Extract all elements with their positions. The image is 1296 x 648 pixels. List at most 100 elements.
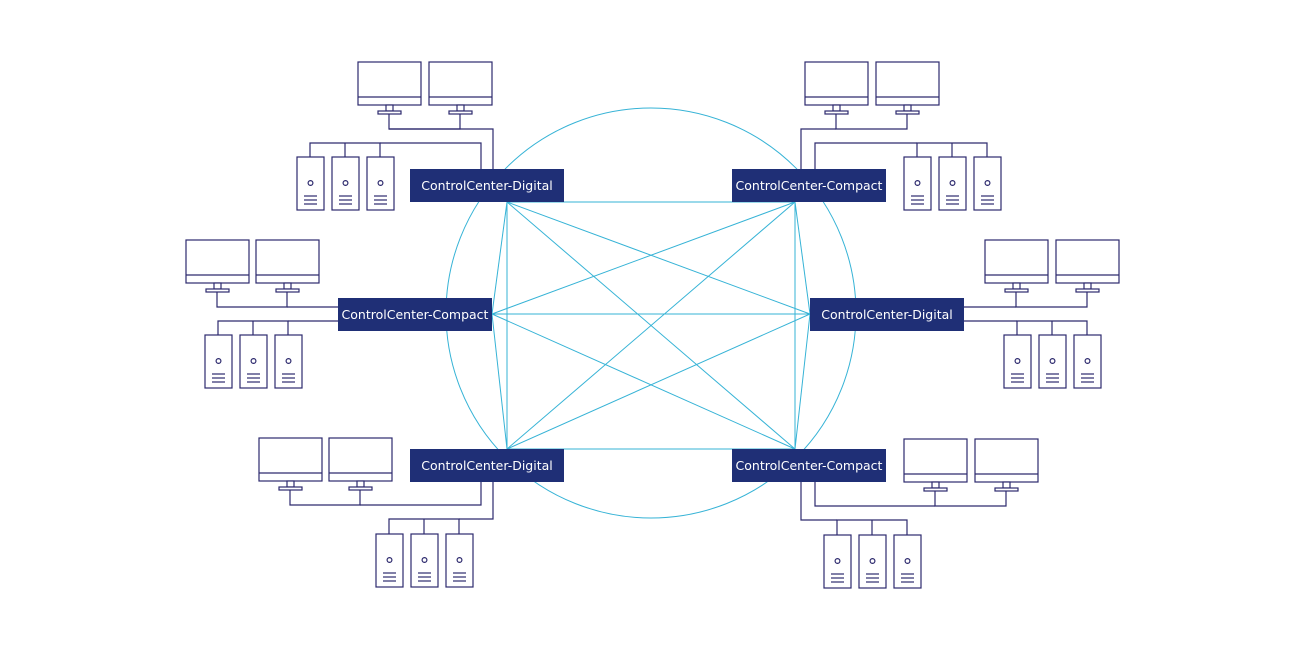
mesh-link [491,201,508,315]
server-tower-icon [903,156,932,211]
monitor-icon [357,61,422,115]
cable-bl [289,490,361,506]
monitor-icon [258,437,323,491]
cable-bl [459,482,494,520]
server-led [1084,358,1091,365]
node-label: ControlCenter-Compact [736,178,883,193]
monitor-base [377,110,402,115]
monitor-icon [185,239,250,293]
node-tr[interactable]: ControlCenter-Compact [732,169,886,202]
monitor-icon [903,438,968,492]
monitor-neck [213,282,222,290]
server-led [834,557,841,564]
server-tower-icon [823,534,852,589]
mesh-link [491,313,796,450]
mesh-layer [445,107,857,519]
mesh-link [506,313,811,450]
node-box [338,298,492,331]
node-mr[interactable]: ControlCenter-Digital [810,298,964,331]
server-tower-icon [1003,334,1032,389]
server-led [215,358,222,365]
monitor-icon [1055,239,1120,293]
server-led [914,180,921,187]
node-label: ControlCenter-Digital [421,458,553,473]
monitor-screen [1055,239,1120,284]
node-label: ControlCenter-Compact [736,458,883,473]
node-box [810,298,964,331]
wire-layer [216,114,1088,535]
server-led [386,556,393,563]
server-tower-icon [1038,334,1067,389]
monitor-icon [428,61,493,115]
monitor-screen [974,438,1039,483]
monitor-screen [984,239,1049,284]
cable-br [800,482,837,521]
server-tower-icon [274,334,303,389]
node-bl[interactable]: ControlCenter-Digital [410,449,564,482]
monitor-screen [903,438,968,483]
mesh-link [794,201,811,315]
monitor-icon [255,239,320,293]
monitor-neck [1083,282,1092,290]
cable-br [814,482,935,507]
server-tower-icon [410,533,439,588]
monitor-base [824,110,849,115]
server-tower-icon [204,334,233,389]
mesh-link [491,201,796,315]
monitor-base [1004,288,1029,293]
server-tower-icon [366,156,395,211]
node-label: ControlCenter-Digital [421,178,553,193]
monitor-icon [875,61,940,115]
monitor-neck [456,104,465,112]
server-tower-icon [858,534,887,589]
server-led [904,557,911,564]
server-case [973,156,1002,211]
node-ml[interactable]: ControlCenter-Compact [338,298,492,331]
monitor-base [994,487,1019,492]
monitor-base [278,486,303,491]
monitor-neck [931,481,940,489]
server-led [1049,358,1056,365]
monitor-base [895,110,920,115]
node-layer: ControlCenter-Digital ControlCenter-Comp… [338,169,964,482]
server-led [456,556,463,563]
monitor-neck [283,282,292,290]
node-box [732,449,886,482]
node-br[interactable]: ControlCenter-Compact [732,449,886,482]
server-led [421,556,428,563]
monitor-screen [428,61,493,106]
monitor-screen [804,61,869,106]
server-led [1014,358,1021,365]
node-tl[interactable]: ControlCenter-Digital [410,169,564,202]
server-tower-icon [375,533,404,588]
monitor-screen [185,239,250,284]
cable-tl [380,142,482,169]
cable-tl [389,128,494,169]
server-tower-icon [973,156,1002,211]
cable-mr [1015,292,1088,308]
cable-tr [800,128,836,169]
monitor-base [275,288,300,293]
server-tower-icon [893,534,922,589]
server-led [869,557,876,564]
monitor-neck [903,104,912,112]
device-layer [185,61,1120,589]
node-label: ControlCenter-Digital [821,307,953,322]
monitor-screen [357,61,422,106]
mesh-link [506,201,811,315]
monitor-screen [258,437,323,482]
server-led [984,180,991,187]
monitor-neck [832,104,841,112]
mesh-link [491,313,508,450]
server-tower-icon [445,533,474,588]
monitor-neck [1012,282,1021,290]
server-led [250,358,257,365]
server-tower-icon [938,156,967,211]
monitor-neck [356,480,365,488]
monitor-icon [974,438,1039,492]
node-box [410,169,564,202]
server-led [285,358,292,365]
cable-bl [360,482,482,506]
server-led [342,180,349,187]
